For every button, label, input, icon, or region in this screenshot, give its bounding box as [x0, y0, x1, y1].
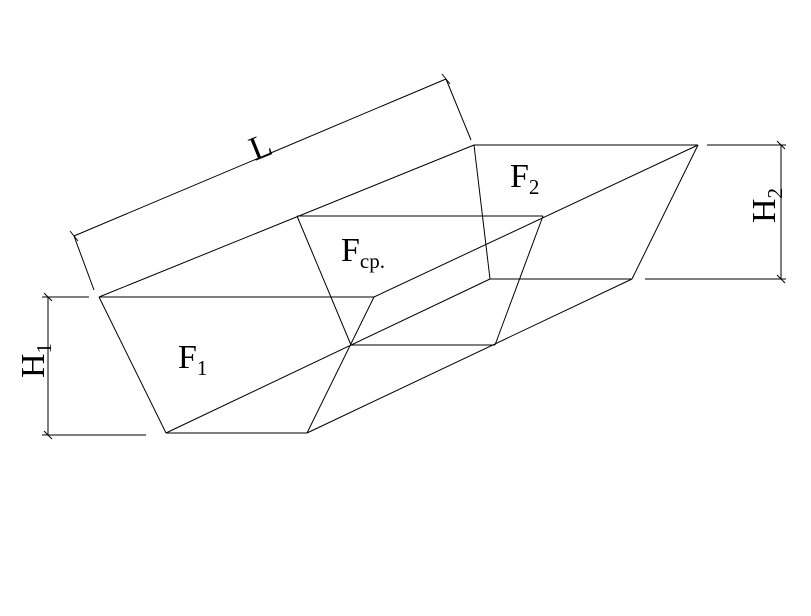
section-fcp	[296, 215, 544, 346]
dimension-length	[69, 73, 472, 291]
dimension-h2	[645, 140, 786, 284]
section-f1	[98, 296, 375, 434]
section-f2	[473, 144, 699, 280]
label-h2: H2	[746, 188, 787, 223]
label-h1: H1	[15, 343, 56, 378]
longitudinal-edges	[98, 144, 699, 434]
label-fcp: Fср.	[341, 232, 385, 273]
label-f1: F1	[178, 339, 207, 380]
label-f2: F2	[510, 158, 539, 199]
dimension-h1	[42, 292, 146, 440]
